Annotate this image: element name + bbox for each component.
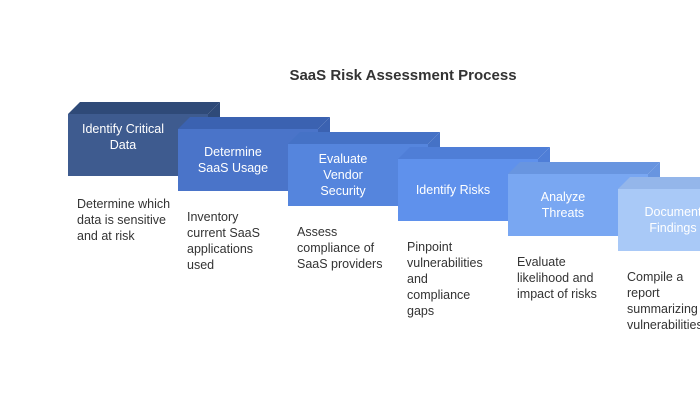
step-6-label: Document Findings bbox=[644, 205, 700, 235]
step-1-description: Determine which data is sensitive and at… bbox=[77, 197, 171, 243]
step-4-description: Pinpoint vulnerabilities and compliance … bbox=[407, 240, 483, 318]
step-6-top-face bbox=[618, 177, 700, 189]
step-6-description: Compile a report summarizing vulnerabili… bbox=[627, 270, 700, 332]
step-5-label: Analyze Threats bbox=[540, 190, 586, 220]
step-5-top-face bbox=[508, 162, 660, 174]
step-3-top-face bbox=[288, 132, 440, 144]
step-2-description: Inventory current SaaS applications used bbox=[187, 210, 260, 272]
step-6-box bbox=[618, 189, 700, 251]
step-1-label: Identify Critical Data bbox=[82, 122, 164, 152]
step-2-top-face bbox=[178, 117, 330, 129]
step-4-top-face bbox=[398, 147, 550, 159]
step-1-top-face bbox=[68, 102, 220, 114]
step-2-label: Determine SaaS Usage bbox=[197, 145, 269, 175]
step-4-label: Identify Risks bbox=[415, 183, 491, 197]
step-5-description: Evaluate likelihood and impact of risks bbox=[517, 255, 597, 301]
diagram-title: SaaS Risk Assessment Process bbox=[289, 67, 517, 84]
step-3-label: Evaluate Vendor Security bbox=[318, 152, 368, 198]
step-3-description: Assess compliance of SaaS providers bbox=[297, 225, 383, 271]
